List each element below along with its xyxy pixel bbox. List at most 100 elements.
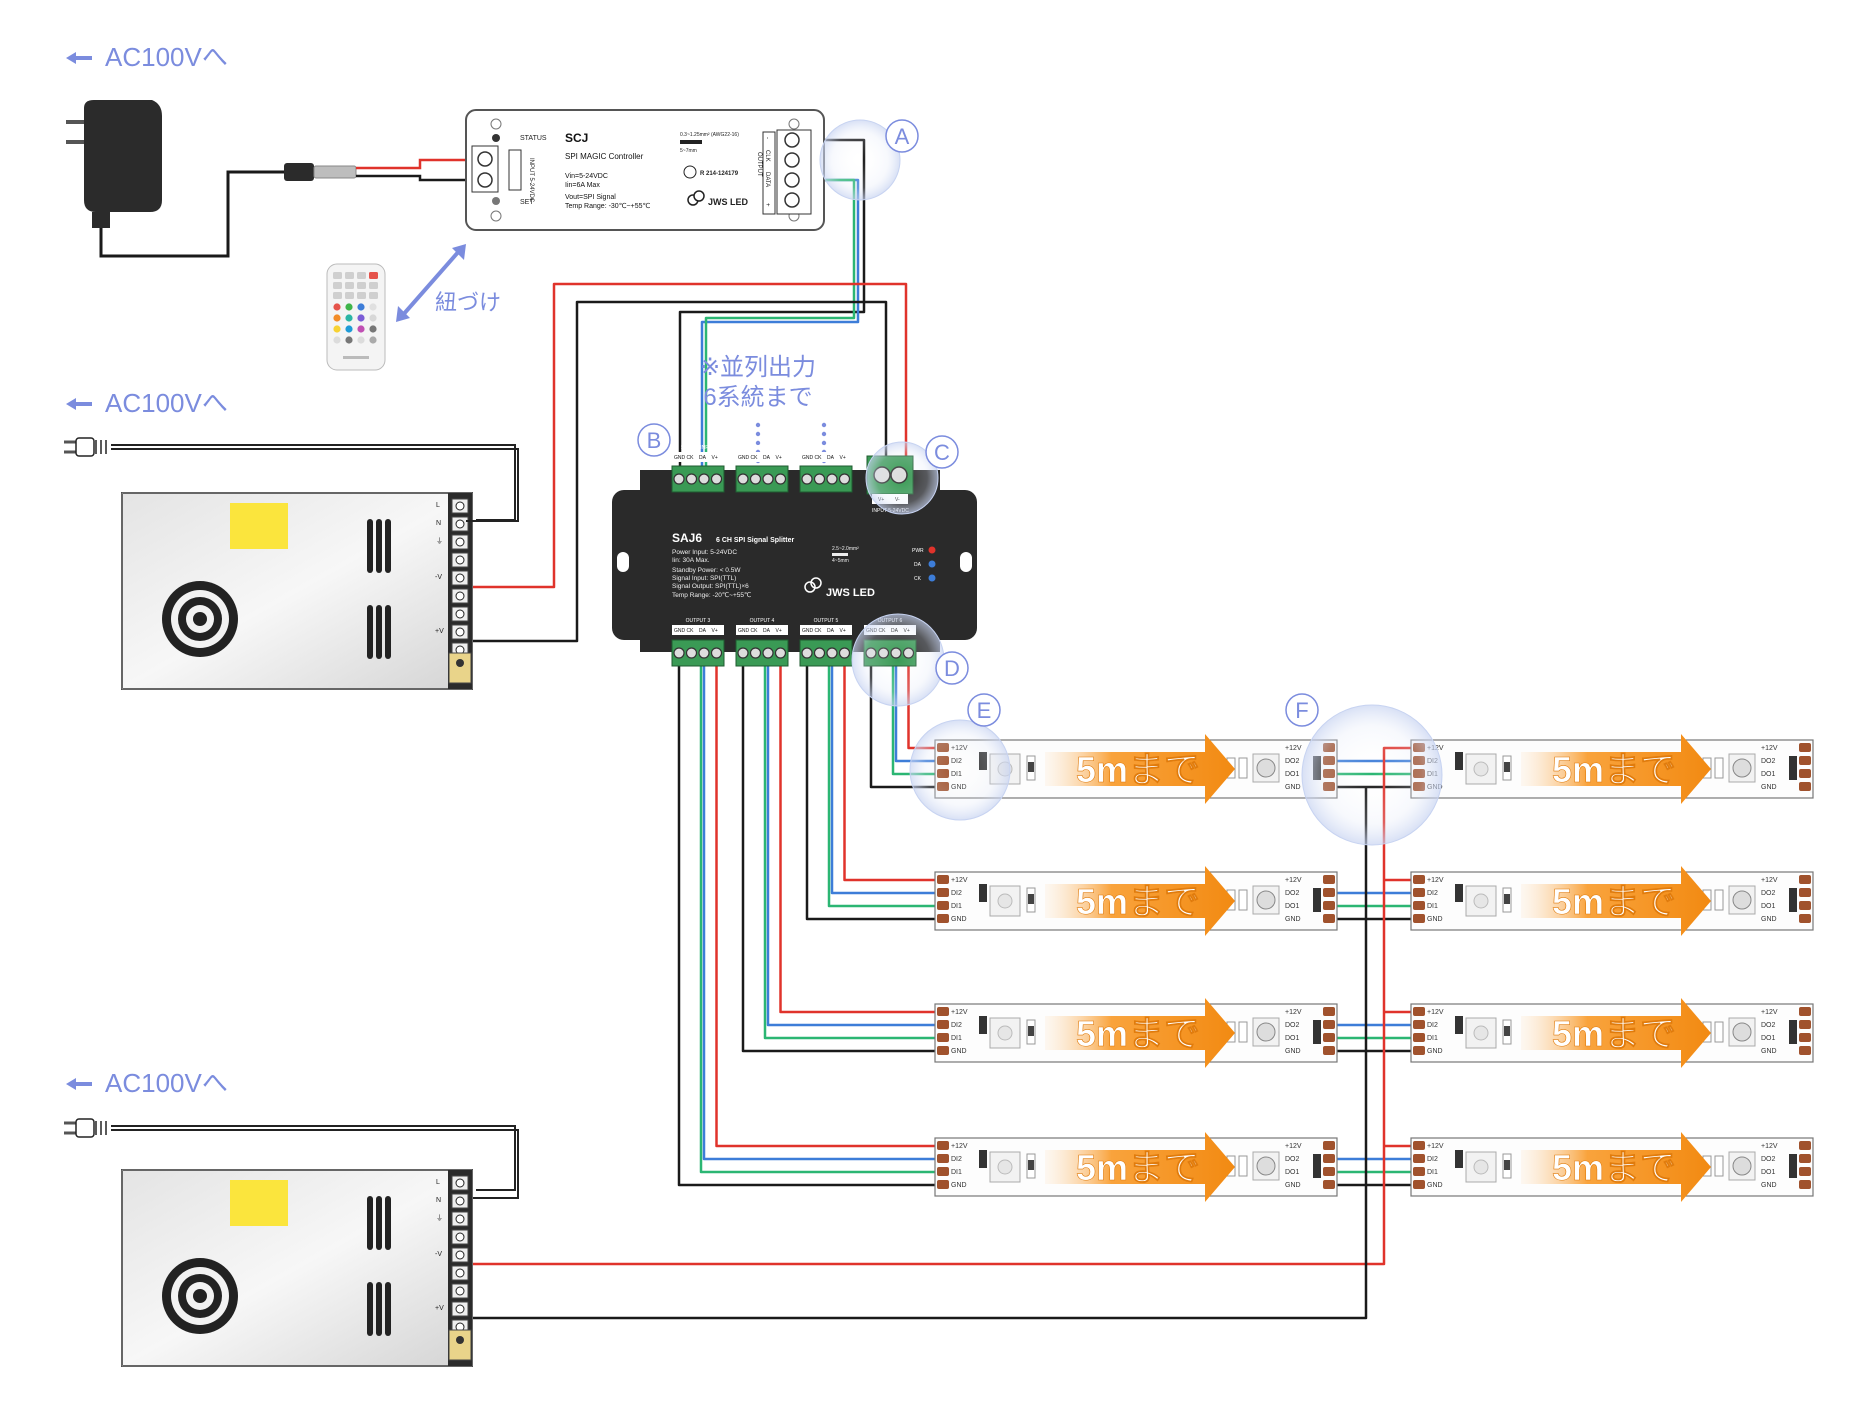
- svg-text:+12V: +12V: [1761, 877, 1778, 884]
- svg-text:DA: DA: [914, 562, 922, 568]
- wire-psu1-vplus: [460, 282, 908, 589]
- svg-text:+12V: +12V: [1761, 745, 1778, 752]
- svg-text:OUTPUT 2: OUTPUT 2: [814, 445, 839, 451]
- svg-text:+12V: +12V: [951, 1143, 968, 1150]
- length-label: 5mまで: [1552, 1013, 1676, 1054]
- svg-text:+12V: +12V: [1285, 1009, 1302, 1016]
- pair-arrow: 紐づけ: [396, 244, 501, 322]
- wire-out3-da: [702, 653, 935, 1161]
- svg-text:DA: DA: [827, 628, 835, 634]
- svg-text:CK: CK: [751, 455, 759, 461]
- svg-text:DI1: DI1: [951, 1035, 962, 1042]
- svg-text:+12V: +12V: [1761, 1143, 1778, 1150]
- svg-text:6 CH SPI Signal Splitter: 6 CH SPI Signal Splitter: [716, 537, 794, 544]
- splitter-model: SAJ6: [672, 531, 702, 545]
- psu-1: LN⏚-V+V: [64, 437, 519, 1199]
- svg-text:GND: GND: [674, 455, 686, 461]
- length-arrow: [1045, 998, 1235, 1068]
- callout-C: C: [865, 435, 959, 515]
- svg-text:L: L: [436, 502, 440, 509]
- callout-F: F: [1285, 693, 1443, 846]
- wire-out4-da: [766, 653, 935, 1027]
- pair-label: 紐づけ: [435, 290, 501, 315]
- length-arrow: [1521, 1132, 1711, 1202]
- remote-control: [326, 263, 386, 371]
- svg-text:DI2: DI2: [951, 1022, 962, 1029]
- svg-text:-V: -V: [435, 1251, 442, 1258]
- svg-text:+12V: +12V: [1427, 1143, 1444, 1150]
- svg-text:OUTPUT 1: OUTPUT 1: [750, 445, 775, 451]
- svg-text:F: F: [1295, 698, 1308, 723]
- svg-text:CK: CK: [751, 628, 759, 634]
- svg-text:⏚: ⏚: [436, 1214, 443, 1222]
- svg-text:DA: DA: [763, 455, 771, 461]
- svg-text:OUTPUT 4: OUTPUT 4: [750, 618, 775, 624]
- svg-text:GND: GND: [1761, 1048, 1777, 1055]
- svg-text:DI2: DI2: [951, 1156, 962, 1163]
- length-arrow: [1521, 998, 1711, 1068]
- ac-adapter: [66, 100, 357, 258]
- svg-text:AC100Vへ: AC100Vへ: [105, 388, 228, 418]
- svg-text:DO1: DO1: [1285, 903, 1300, 910]
- callout-B: B: [637, 423, 671, 457]
- svg-text:B: B: [647, 428, 662, 453]
- svg-text:6系統まで: 6系統まで: [703, 384, 812, 411]
- svg-text:GND: GND: [951, 1182, 967, 1189]
- length-label: 5mまで: [1552, 1147, 1676, 1188]
- svg-text:Temp Range: -30℃~+55℃: Temp Range: -30℃~+55℃: [565, 203, 651, 210]
- svg-text:CK: CK: [687, 455, 695, 461]
- svg-text:N: N: [436, 1197, 441, 1204]
- svg-text:GND: GND: [1427, 916, 1443, 923]
- svg-text:GND: GND: [1285, 1048, 1301, 1055]
- svg-text:DI2: DI2: [1427, 890, 1438, 897]
- length-arrow: [1045, 734, 1235, 804]
- svg-text:OUTPUT 5: OUTPUT 5: [814, 618, 839, 624]
- svg-text:V+: V+: [712, 628, 718, 634]
- adapter-wire-black: [356, 174, 478, 182]
- svg-text:DI2: DI2: [951, 890, 962, 897]
- svg-text:+V: +V: [435, 1305, 444, 1312]
- svg-text:GND: GND: [1761, 916, 1777, 923]
- svg-text:DI1: DI1: [1427, 903, 1438, 910]
- svg-text:JWS LED: JWS LED: [708, 197, 749, 207]
- svg-text:DI1: DI1: [951, 903, 962, 910]
- svg-text:GND: GND: [951, 916, 967, 923]
- svg-text:2.5~2.0mm²: 2.5~2.0mm²: [832, 546, 859, 552]
- length-label: 5mまで: [1552, 749, 1676, 790]
- svg-text:DO1: DO1: [1285, 1035, 1300, 1042]
- svg-text:OUTPUT: OUTPUT: [756, 152, 762, 177]
- length-label: 5mまで: [1076, 1013, 1200, 1054]
- svg-text:DI1: DI1: [951, 1169, 962, 1176]
- psu-2: LN⏚-V+V: [121, 1169, 473, 1367]
- wire-out3-vplus: [715, 653, 935, 1148]
- svg-text:SIGNAL INPUT: SIGNAL INPUT: [681, 445, 716, 451]
- svg-text:DA: DA: [763, 628, 771, 634]
- svg-text:GND: GND: [738, 455, 750, 461]
- svg-text:Vin=5-24VDC: Vin=5-24VDC: [565, 173, 608, 180]
- svg-text:-: -: [764, 137, 770, 139]
- svg-text:GND: GND: [738, 628, 750, 634]
- svg-text:GND: GND: [802, 455, 814, 461]
- svg-text:DI2: DI2: [1427, 1156, 1438, 1163]
- wire-out5-vplus: [843, 653, 935, 882]
- wire-out3-gnd: [677, 653, 935, 1187]
- svg-text:R 214-124179: R 214-124179: [700, 171, 739, 177]
- svg-text:DI1: DI1: [1427, 1169, 1438, 1176]
- wire-out4-ck: [763, 653, 935, 1040]
- svg-text:+12V: +12V: [1285, 745, 1302, 752]
- svg-text:DI2: DI2: [1427, 1022, 1438, 1029]
- svg-text:DO2: DO2: [1285, 758, 1300, 765]
- svg-text:+12V: +12V: [1285, 1143, 1302, 1150]
- svg-text:DO1: DO1: [1285, 1169, 1300, 1176]
- svg-text:V+: V+: [776, 455, 782, 461]
- svg-text:GND: GND: [1285, 1182, 1301, 1189]
- svg-text:CLK: CLK: [764, 150, 770, 162]
